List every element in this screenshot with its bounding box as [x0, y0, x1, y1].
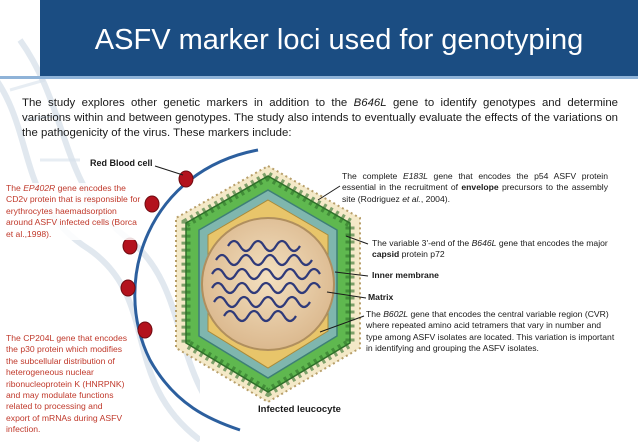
ep402r-description: The EP402R gene encodes the CD2v protein…	[6, 183, 142, 241]
title-underline	[0, 76, 638, 79]
genome-coil	[211, 239, 321, 323]
e183l-gene: E183L	[403, 171, 428, 181]
red-blood-cell	[120, 279, 136, 297]
b646l-gene: B646L	[471, 238, 497, 248]
leucocyte-arc	[133, 148, 259, 432]
b602l-description: The B602L gene that encodes the central …	[366, 309, 618, 355]
pointer-rbc	[154, 165, 184, 176]
intro-gene: B646L	[353, 97, 387, 109]
pointer-matrix	[326, 291, 367, 299]
intro-paragraph: The study explores other genetic markers…	[22, 96, 618, 141]
pointer-b646l	[345, 235, 369, 245]
ep402r-gene: EP402R	[23, 183, 56, 193]
e183l-a: The complete	[342, 171, 404, 181]
label-inner-membrane: Inner membrane	[372, 270, 439, 281]
red-blood-cells	[120, 170, 194, 339]
label-red-blood-cell-text: Red Blood cell	[90, 158, 153, 168]
title-bar	[40, 0, 638, 76]
b646l-capsid: capsid	[372, 249, 400, 260]
e183l-c: precursors to the assembly site (Rodrigu…	[342, 182, 609, 204]
asfv-virion-diagram	[175, 164, 361, 404]
b646l-c: protein p72	[399, 249, 445, 260]
e183l-envelope: envelope	[461, 182, 499, 193]
red-blood-cell	[144, 195, 160, 213]
label-matrix: Matrix	[368, 292, 393, 303]
b602l-b: gene that encodes the central variable r…	[366, 309, 615, 354]
cp204l-description: The CP204L gene that encodes the p30 pro…	[6, 333, 128, 436]
pointer-b602l	[319, 315, 365, 333]
label-inner-membrane-text: Inner membrane	[372, 270, 439, 280]
b646l-b: gene that encodes the major	[496, 238, 608, 248]
e183l-d: , 2004).	[420, 193, 450, 204]
b646l-a: The variable 3'-end of the	[372, 238, 472, 248]
e183l-etal: et al.	[402, 193, 421, 204]
b602l-gene: B602L	[383, 309, 409, 319]
label-infected-leucocyte: Infected leucocyte	[258, 404, 341, 415]
red-blood-cell	[122, 237, 138, 255]
intro-part-2: gene to identify genotypes and determine…	[22, 97, 619, 139]
red-blood-cell	[137, 321, 153, 339]
ep402r-rest: gene encodes the CD2v protein that is re…	[6, 183, 141, 239]
capsid-segments	[181, 170, 355, 398]
pointer-e183l	[317, 185, 341, 201]
red-blood-cell	[178, 170, 194, 188]
label-infected-leucocyte-text: Infected leucocyte	[258, 404, 341, 415]
label-matrix-text: Matrix	[368, 292, 394, 302]
pointer-inner-membrane	[334, 271, 369, 277]
b646l-description: The variable 3'-end of the B646L gene th…	[372, 238, 622, 261]
slide-title: ASFV marker loci used for genotyping	[94, 24, 584, 56]
label-red-blood-cell: Red Blood cell	[90, 158, 153, 169]
e183l-description: The complete E183L gene that encodes the…	[342, 171, 608, 205]
b602l-a: The	[366, 309, 384, 319]
cp204l-text: The CP204L gene that encodes the p30 pro…	[6, 333, 128, 435]
e183l-b: gene that encodes the p54 ASFV protein e…	[342, 171, 608, 193]
intro-part-1: The study explores other genetic markers…	[22, 97, 354, 109]
ep402r-the: The	[6, 183, 24, 193]
